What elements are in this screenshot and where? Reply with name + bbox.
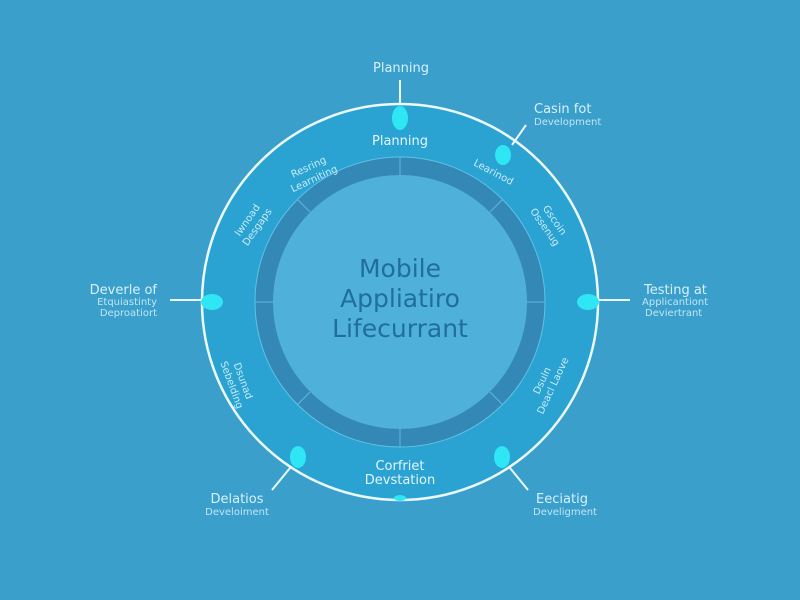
svg-text:Testing at: Testing at — [643, 283, 707, 298]
node-marker-right[interactable] — [577, 294, 599, 310]
external-label-right: Testing at Applicantiont Deviertrant — [642, 283, 708, 319]
svg-text:Devstation: Devstation — [365, 473, 435, 488]
svg-text:Develoiment: Develoiment — [205, 507, 269, 518]
node-markers — [201, 106, 599, 501]
svg-text:Development: Development — [534, 117, 601, 128]
center-title-line-2: Appliatiro — [340, 284, 460, 313]
svg-text:Corfriet: Corfriet — [375, 459, 424, 474]
node-marker-bottom[interactable] — [394, 495, 406, 501]
external-label-bottom-right: Eeciatig Develigment — [533, 492, 597, 518]
connector-lines — [170, 80, 630, 491]
svg-text:Etquiastinty: Etquiastinty — [97, 297, 157, 308]
node-marker-top-right[interactable] — [495, 145, 511, 165]
svg-text:Delatios: Delatios — [210, 492, 263, 507]
center-title: Mobile Appliatiro Lifecurrant — [332, 254, 468, 343]
svg-text:Deviertrant: Deviertrant — [645, 308, 702, 319]
ring-dividers — [255, 157, 545, 447]
node-marker-left[interactable] — [201, 294, 223, 310]
external-label-left: Deverle of Etquiastinty Deproatiort — [90, 283, 158, 319]
center-title-line-3: Lifecurrant — [332, 314, 468, 343]
core-circle — [273, 175, 527, 429]
svg-text:Develigment: Develigment — [533, 507, 597, 518]
svg-text:Deverle of: Deverle of — [90, 283, 158, 298]
node-marker-top[interactable] — [392, 106, 408, 130]
svg-text:Applicantiont: Applicantiont — [642, 297, 708, 308]
ring-label-top: Planning — [372, 134, 428, 149]
svg-text:Eeciatig: Eeciatig — [536, 492, 588, 507]
external-label-bottom-left: Delatios Develoiment — [205, 492, 269, 518]
svg-text:Casin fot: Casin fot — [534, 102, 591, 117]
center-title-line-1: Mobile — [359, 254, 441, 283]
external-label-top-right: Casin fot Development — [534, 102, 601, 128]
ring-label-bottom: Corfriet Devstation — [365, 459, 435, 488]
svg-text:Deproatiort: Deproatiort — [100, 308, 157, 319]
node-marker-bottom-left[interactable] — [290, 446, 306, 468]
external-label-top: Planning — [373, 61, 429, 76]
node-marker-bottom-right[interactable] — [494, 446, 510, 468]
